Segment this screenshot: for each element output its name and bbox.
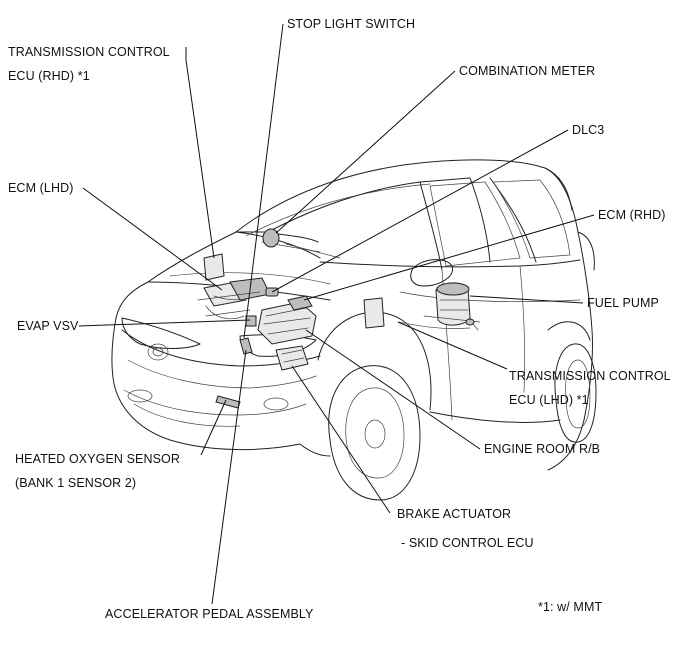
label-transmission-ecu-rhd-line2: ECU (RHD) *1 (8, 69, 90, 83)
label-transmission-ecu-lhd-line2: ECU (LHD) *1 (509, 393, 589, 407)
label-heated-oxygen-sensor-line2: (BANK 1 SENSOR 2) (15, 476, 137, 490)
label-transmission-ecu-lhd-line1: TRANSMISSION CONTROL (509, 369, 671, 383)
label-brake-actuator-line1: BRAKE ACTUATOR (397, 507, 512, 521)
label-dlc3: DLC3 (572, 123, 605, 137)
combination-meter-part (262, 228, 280, 248)
leader-lines (78, 23, 595, 605)
transmission-ecu-lhd-part (363, 297, 385, 329)
label-ecm-lhd: ECM (LHD) (8, 181, 74, 195)
oxygen-sensor-part (215, 395, 241, 409)
engine-room-rb-part (257, 301, 317, 345)
label-transmission-ecu-rhd-line1: TRANSMISSION CONTROL (8, 45, 170, 59)
label-combination-meter: COMBINATION METER (459, 64, 596, 78)
label-stop-light-switch: STOP LIGHT SWITCH (287, 17, 416, 31)
label-fuel-pump: FUEL PUMP (587, 296, 659, 310)
transmission-ecu-rhd-part (203, 253, 225, 281)
evap-vsv-part (245, 315, 257, 327)
label-accelerator-pedal-assembly: ACCELERATOR PEDAL ASSEMBLY (105, 607, 314, 621)
accelerator-pedal-part (239, 337, 253, 355)
label-heated-oxygen-sensor-line1: HEATED OXYGEN SENSOR (15, 452, 180, 466)
footnote: *1: w/ MMT (538, 600, 603, 614)
label-brake-actuator-line2: - SKID CONTROL ECU (401, 536, 534, 550)
fuel-pump-part (423, 282, 481, 331)
brake-actuator-part (275, 345, 309, 371)
label-engine-room-rb: ENGINE ROOM R/B (484, 442, 601, 456)
label-evap-vsv: EVAP VSV (17, 319, 79, 333)
components (197, 228, 481, 409)
label-ecm-rhd: ECM (RHD) (598, 208, 666, 222)
